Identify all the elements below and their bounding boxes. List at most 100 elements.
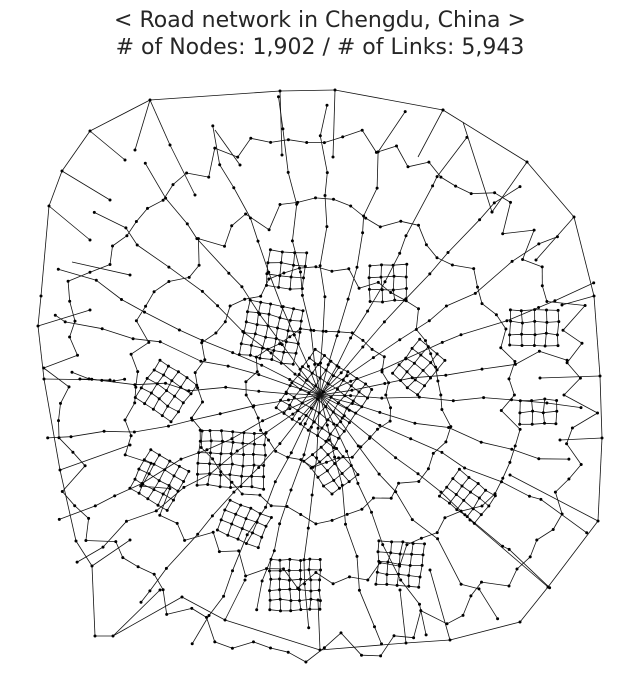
street (428, 346, 438, 355)
road-node (299, 319, 303, 323)
street (159, 359, 169, 367)
road-node (355, 265, 359, 269)
street (168, 475, 175, 486)
ring-road (126, 221, 137, 236)
road-node (399, 578, 403, 582)
road-node (306, 526, 310, 530)
ring-road (522, 259, 543, 268)
ring-road (214, 147, 238, 158)
street (101, 380, 115, 382)
ring-road (413, 610, 422, 638)
road-node (161, 492, 165, 496)
ring-road (67, 271, 91, 282)
ring-road (91, 565, 96, 637)
road-node (323, 194, 327, 197)
road-node (288, 384, 292, 388)
ring-road (315, 572, 334, 585)
connector (149, 99, 171, 146)
road-node (318, 264, 322, 268)
road-node (322, 141, 326, 145)
road-node (299, 458, 303, 462)
road-node (155, 382, 159, 386)
ring-road (271, 505, 288, 507)
ring-road (441, 409, 452, 427)
road-node (259, 428, 263, 432)
road-node (279, 398, 283, 402)
road-node (289, 275, 293, 279)
street (399, 553, 401, 565)
street (337, 388, 346, 396)
street (153, 408, 163, 416)
road-node (308, 557, 312, 561)
radial-road (279, 489, 292, 524)
road-node (228, 498, 232, 502)
street (420, 354, 431, 363)
ring-road (500, 328, 507, 348)
road-node (298, 568, 302, 572)
road-node (579, 406, 583, 410)
road-node (377, 472, 381, 476)
radial-road (70, 430, 105, 438)
ring-road (59, 469, 77, 542)
road-node (350, 388, 354, 392)
street (520, 310, 523, 324)
radial-road (446, 293, 476, 307)
ring-road (255, 357, 258, 372)
street (258, 312, 270, 315)
road-node (325, 103, 329, 107)
street (396, 574, 399, 586)
road-node (424, 339, 427, 343)
road-node (128, 538, 132, 542)
road-node (399, 379, 402, 382)
road-node (562, 393, 566, 397)
road-node (346, 297, 350, 301)
radial-road (286, 393, 321, 396)
road-node (598, 374, 602, 378)
street (291, 276, 304, 279)
road-node (518, 422, 522, 426)
road-node (312, 329, 316, 332)
radial-road (258, 443, 281, 468)
connector (491, 161, 528, 213)
road-node (242, 431, 246, 435)
street (263, 455, 266, 466)
road-node (131, 337, 135, 341)
road-node (307, 356, 311, 360)
radial-road (417, 473, 442, 493)
street (349, 412, 357, 423)
road-node (424, 633, 428, 637)
road-node (308, 607, 312, 611)
ring-road (420, 610, 448, 625)
road-node (68, 299, 72, 303)
road-node (314, 265, 318, 269)
street (154, 369, 164, 376)
road-node (360, 653, 363, 657)
street (405, 264, 408, 278)
radial-road (508, 549, 550, 588)
radial-road (319, 394, 328, 426)
ring-road (421, 532, 438, 539)
street (301, 277, 304, 289)
street (264, 444, 266, 456)
road-node (224, 385, 228, 389)
road-node (307, 626, 311, 630)
road-node (60, 169, 64, 173)
road-node (544, 331, 548, 335)
road-node (504, 327, 508, 331)
ring-road (319, 642, 407, 651)
radial-road (289, 385, 321, 396)
road-node (468, 518, 472, 522)
ring-road (437, 380, 442, 396)
street (543, 410, 557, 414)
ring-road (176, 523, 185, 541)
road-node (273, 480, 277, 484)
ring-road (501, 410, 521, 430)
street (162, 485, 170, 495)
street (542, 412, 545, 424)
road-node (357, 390, 361, 394)
road-node (557, 320, 561, 324)
road-node (286, 650, 290, 654)
road-node (111, 634, 115, 638)
street (147, 489, 155, 500)
ring-road (125, 454, 152, 464)
